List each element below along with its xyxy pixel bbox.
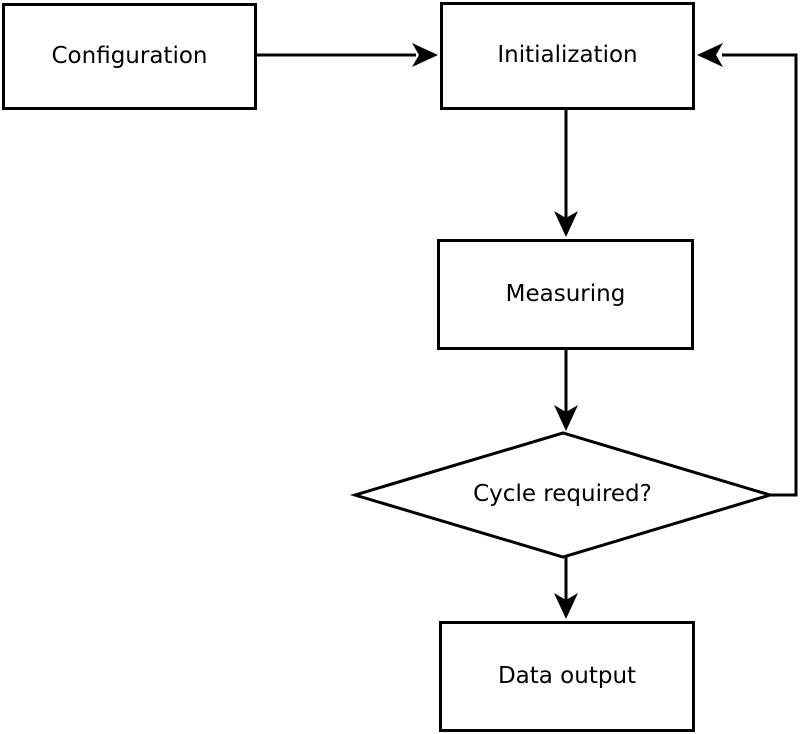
arrowhead-down-icon — [554, 405, 578, 431]
node-initialization: Initialization — [440, 2, 695, 110]
node-measuring: Measuring — [437, 239, 694, 350]
node-configuration: Configuration — [2, 3, 257, 110]
arrowhead-down-icon — [554, 211, 578, 237]
node-configuration-label: Configuration — [51, 42, 208, 69]
node-cycle-required-shape — [349, 431, 776, 559]
arrowhead-right-icon — [412, 43, 438, 67]
arrowhead-down-icon — [554, 593, 578, 619]
node-data-output: Data output — [439, 621, 695, 732]
edge-cycle-required-to-initialization — [722, 53, 798, 497]
node-measuring-label: Measuring — [505, 280, 626, 307]
arrowhead-left-icon — [697, 43, 723, 67]
node-initialization-label: Initialization — [497, 42, 638, 69]
node-data-output-label: Data output — [497, 662, 637, 689]
